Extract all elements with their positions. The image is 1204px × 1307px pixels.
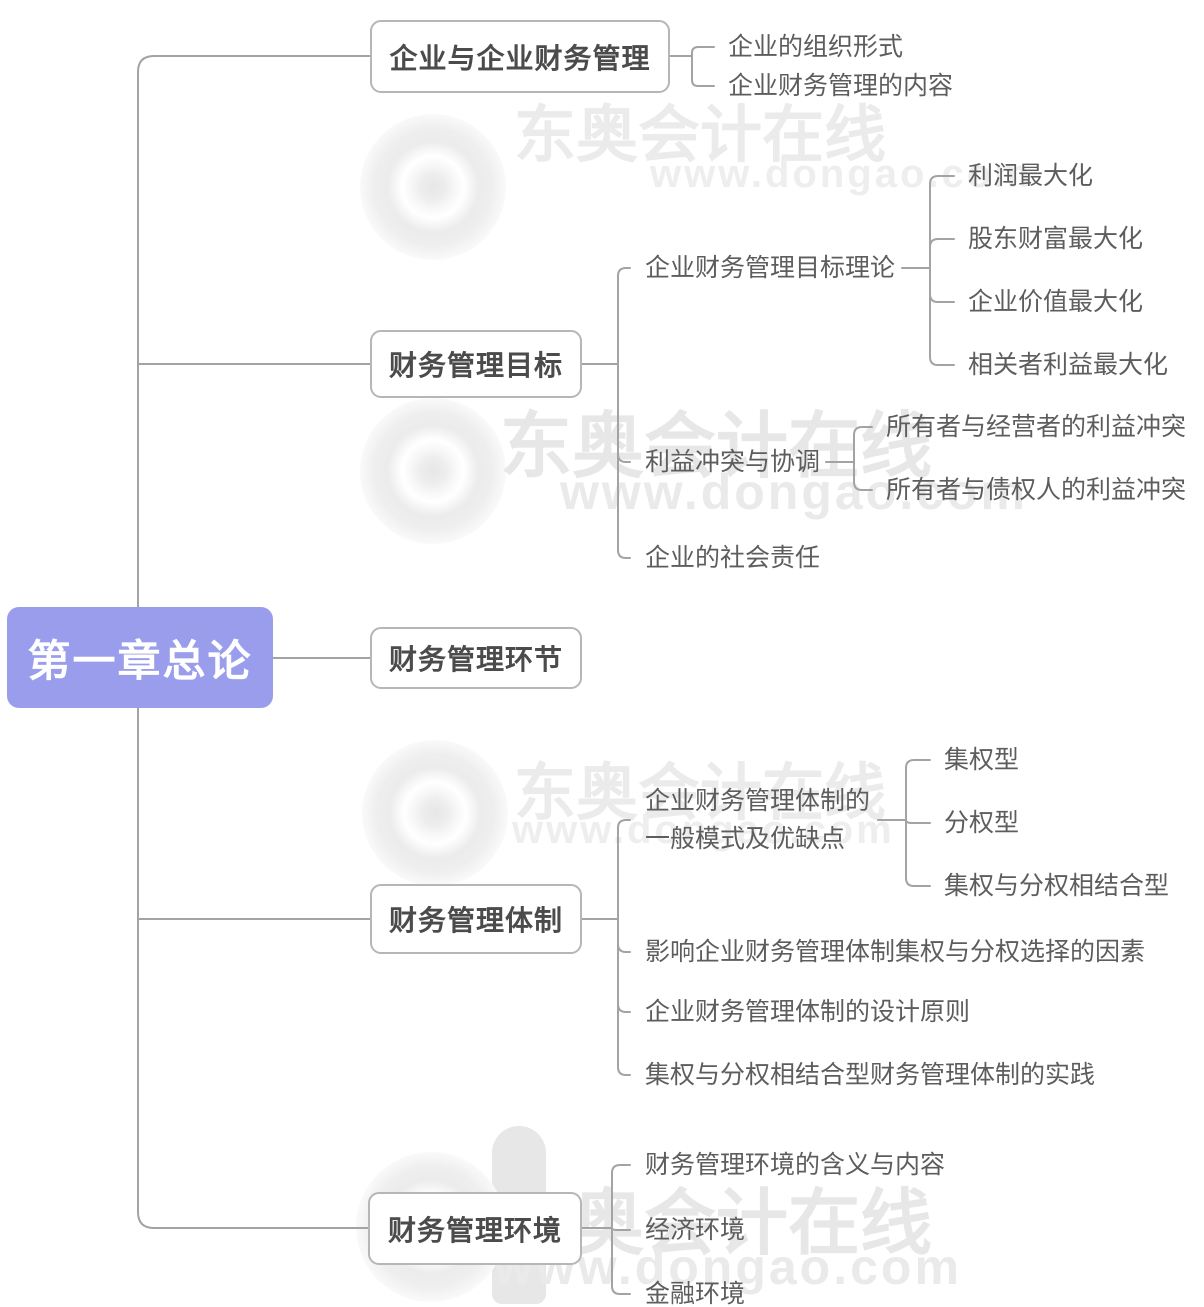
leaf-topic[interactable]: 企业的组织形式 [728,33,904,61]
leaf-topic[interactable]: 集权型 [944,746,1020,774]
dongao-logo-icon [362,740,508,886]
branch-box-label: 财务管理目标 [388,350,563,381]
branch-box-label: 财务管理环境 [387,1214,562,1246]
leaf-topic[interactable]: 所有者与债权人的利益冲突 [886,476,1187,504]
branch-box-fm-environment[interactable]: 财务管理环境 [368,1192,582,1265]
branch-box-label: 财务管理环节 [388,644,563,675]
branch-box-label: 企业与企业财务管理 [389,42,651,74]
watermark-url-text: www.dongao.com [560,464,1028,520]
leaf-topic[interactable]: 相关者利益最大化 [968,351,1169,379]
watermark-brand-text: 东奥会计在线 [514,101,887,170]
branch-box-label: 财务管理体制 [388,905,563,936]
branch-box-enterprise-fm[interactable]: 企业与企业财务管理 [370,20,670,93]
branch-box-fm-goals[interactable]: 财务管理目标 [370,330,582,398]
subtopic[interactable]: 企业财务管理目标理论 [645,254,896,282]
watermark-url-text: www.dongao.com [650,152,1033,196]
leaf-topic[interactable]: 股东财富最大化 [968,225,1144,253]
watermark-brand-text: 东奥会计在线 [500,407,933,487]
branch-box-fm-links[interactable]: 财务管理环节 [370,627,582,689]
subtopic[interactable]: 利益冲突与协调 [645,448,821,476]
subtopic[interactable]: 企业财务管理体制的设计原则 [645,998,971,1026]
leaf-topic[interactable]: 财务管理环境的含义与内容 [645,1151,946,1179]
leaf-topic[interactable]: 所有者与经营者的利益冲突 [886,413,1187,441]
subtopic[interactable]: 企业的社会责任 [645,544,821,572]
subtopic[interactable]: 影响企业财务管理体制集权与分权选择的因素 [645,938,1146,966]
leaf-topic[interactable]: 集权与分权相结合型 [944,872,1170,900]
dongao-logo-icon [360,114,506,260]
root-node[interactable]: 第一章总论 [7,607,273,708]
watermark-url-text: www.dongao.com [512,808,895,852]
leaf-topic[interactable]: 企业财务管理的内容 [728,72,954,100]
dongao-logo-icon [360,398,506,544]
leaf-topic[interactable]: 分权型 [944,809,1020,837]
leaf-topic[interactable]: 企业价值最大化 [968,288,1144,316]
leaf-topic[interactable]: 经济环境 [645,1216,746,1244]
leaf-topic[interactable]: 金融环境 [645,1280,746,1307]
watermark-brand-text: 东奥会计在线 [514,759,887,828]
leaf-topic[interactable]: 利润最大化 [968,162,1094,190]
branch-box-fm-system[interactable]: 财务管理体制 [370,884,582,954]
subtopic[interactable]: 企业财务管理体制的一般模式及优缺点 [645,787,871,853]
subtopic[interactable]: 集权与分权相结合型财务管理体制的实践 [645,1061,1096,1089]
